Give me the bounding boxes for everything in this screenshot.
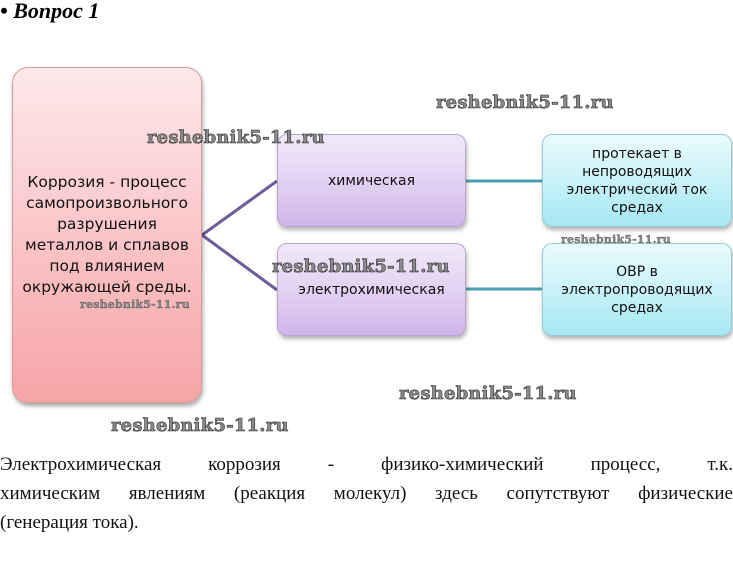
watermark: reshebnik5-11.ru	[272, 256, 450, 278]
branch-node-text: химическая	[327, 172, 416, 189]
paragraph-line: Электрохимическая коррозия - физико-хими…	[0, 454, 733, 475]
branch-node-chemical: химическая	[277, 134, 466, 227]
connector-root-to-chemical	[201, 179, 278, 237]
paragraph-line: (генерация тока).	[0, 512, 139, 533]
watermark: reshebnik5-11.ru	[436, 92, 614, 114]
watermark: reshebnik5-11.ru	[561, 233, 671, 246]
description-node-text: протекает в непроводящих электрический т…	[566, 145, 708, 216]
root-node-corrosion: Коррозия - процесс самопроизвольного раз…	[12, 67, 202, 403]
explanation-paragraph: Электрохимическая коррозия - физико-хими…	[0, 450, 733, 537]
branch-node-text: электрохимическая	[298, 281, 445, 298]
description-node-text: ОВР в электропроводящих средах	[561, 263, 713, 316]
question-title: • Вопрос 1	[0, 0, 100, 23]
description-node-chemical: протекает в непроводящих электрический т…	[542, 134, 732, 227]
root-node-text: Коррозия - процесс самопроизвольного раз…	[22, 173, 192, 296]
description-node-electrochemical: ОВР в электропроводящих средах	[542, 243, 732, 336]
watermark: reshebnik5-11.ru	[399, 383, 577, 405]
watermark: reshebnik5-11.ru	[80, 298, 190, 311]
paragraph-line: химическим явлениям (реакция молекул) зд…	[0, 483, 733, 504]
branch-node-electrochemical: электрохимическая	[277, 243, 466, 336]
watermark: reshebnik5-11.ru	[147, 127, 325, 149]
connector-root-to-electrochemical	[201, 233, 278, 292]
watermark: reshebnik5-11.ru	[111, 415, 289, 437]
